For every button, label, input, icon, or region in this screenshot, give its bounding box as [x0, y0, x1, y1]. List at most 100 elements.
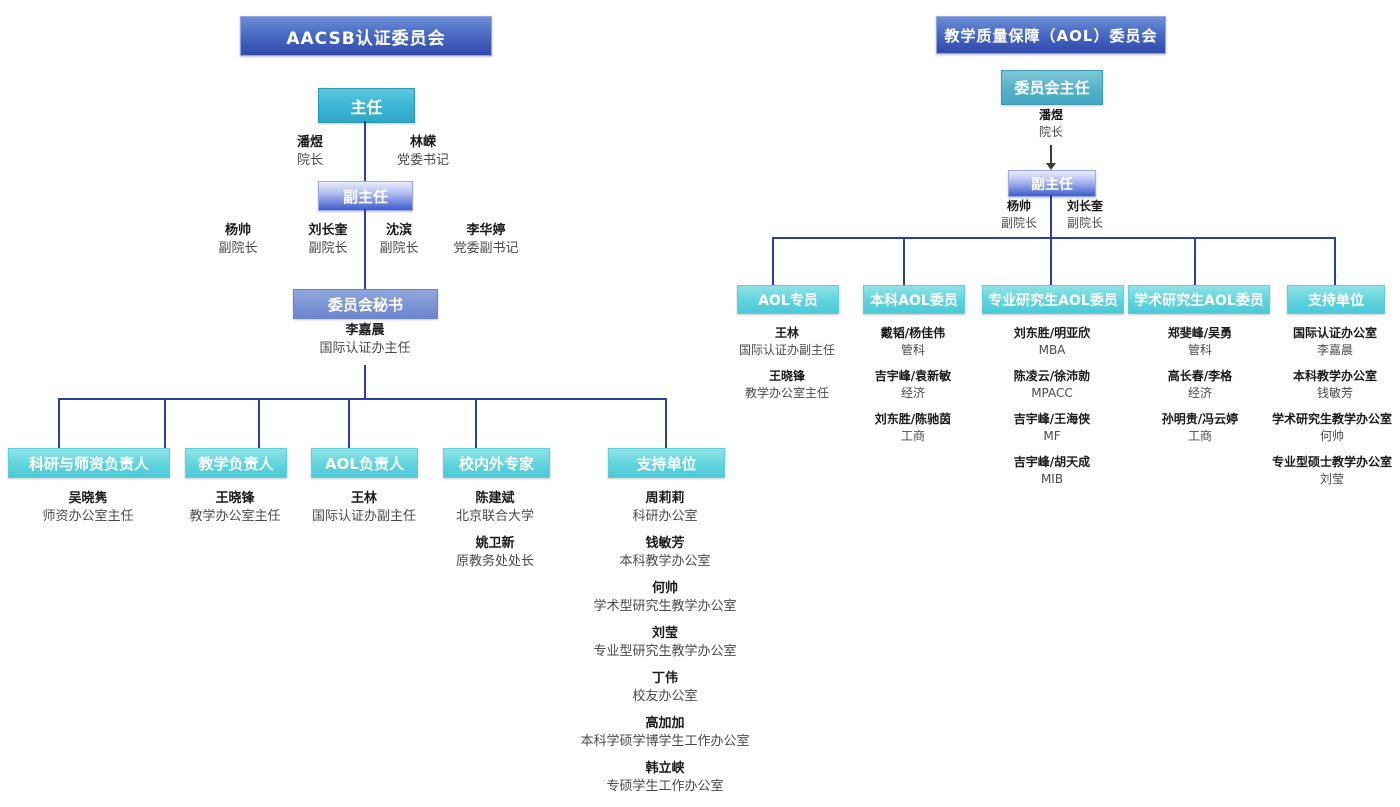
right-column-4-title: 支持单位 — [1308, 292, 1364, 309]
left-column-4-box[interactable]: 支持单位 — [608, 448, 725, 478]
left-drop-3 — [348, 398, 350, 448]
person-role: 专业型研究生教学办公室 — [593, 643, 737, 659]
left-vice-person-0: 杨帅 副院长 — [188, 222, 288, 258]
left-column-0-box[interactable]: 科研与师资负责人 — [8, 448, 170, 478]
right-column-1-member-2: 刘东胜/陈驰茵 工商 — [858, 411, 968, 444]
connector-vice-to-secretary — [364, 209, 366, 289]
person-name: 吉宇峰/王海侠 — [1013, 412, 1091, 426]
left-column-0-title: 科研与师资负责人 — [28, 454, 149, 473]
right-director-box[interactable]: 委员会主任 — [1001, 70, 1103, 105]
left-column-3-box[interactable]: 校内外专家 — [443, 448, 550, 478]
right-drop-4 — [1334, 237, 1336, 285]
right-column-3-member-0: 郑斐峰/吴勇 管科 — [1140, 325, 1260, 358]
left-column-4-title: 支持单位 — [636, 454, 697, 473]
left-column-1-box[interactable]: 教学负责人 — [185, 448, 287, 478]
left-secretary-box[interactable]: 委员会秘书 — [293, 289, 438, 319]
right-vice-person-0: 杨帅 副院长 — [988, 198, 1050, 231]
person-name: 钱敏芳 — [645, 536, 685, 551]
person-name: 何帅 — [651, 581, 678, 596]
left-column-4-member-6: 韩立峡 专硕学生工作办公室 — [565, 760, 765, 796]
left-column-2-title: AOL负责人 — [325, 454, 404, 473]
person-name: 丁伟 — [651, 671, 678, 686]
left-column-3-member-0: 陈建斌 北京联合大学 — [435, 490, 555, 526]
person-role: 国际认证办副主任 — [311, 508, 416, 524]
person-role: 学术型研究生教学办公室 — [593, 598, 737, 614]
person-role: 本科教学办公室 — [619, 553, 711, 569]
left-director-person-0: 潘煜 院长 — [255, 134, 365, 170]
left-director-label: 主任 — [350, 97, 383, 117]
person-role: 管科 — [900, 342, 925, 357]
person-role: 党委副书记 — [453, 240, 519, 256]
right-column-4-member-0: 国际认证办公室 李嘉晨 — [1265, 325, 1400, 358]
right-chart-banner: 教学质量保障（AOL）委员会 — [936, 16, 1166, 54]
person-name: 国际认证办公室 — [1292, 326, 1377, 340]
person-role: 党委书记 — [396, 152, 449, 168]
right-column-0-title: AOL专员 — [758, 292, 818, 309]
person-name: 林嵘 — [409, 135, 436, 150]
person-name: 刘莹 — [651, 626, 678, 641]
right-column-4-member-3: 专业型硕士教学办公室 刘莹 — [1258, 454, 1400, 487]
left-column-4-member-3: 刘莹 专业型研究生教学办公室 — [565, 625, 765, 661]
right-column-4-box[interactable]: 支持单位 — [1287, 285, 1385, 314]
right-column-3-member-1: 高长春/李格 经济 — [1140, 368, 1260, 401]
connector-director-to-vice — [364, 121, 366, 181]
left-secretary-label: 委员会秘书 — [327, 295, 403, 314]
right-column-4-member-1: 本科教学办公室 钱敏芳 — [1265, 368, 1400, 401]
person-name: 杨帅 — [224, 223, 251, 238]
right-director-person: 潘煜 院长 — [1001, 107, 1101, 140]
person-role: 副院长 — [308, 240, 348, 256]
left-vice-person-1: 刘长奎 副院长 — [278, 222, 378, 258]
right-column-2-member-2: 吉宇峰/王海侠 MF — [987, 411, 1117, 444]
right-vice-director-box[interactable]: 副主任 — [1008, 170, 1096, 197]
right-column-3-box[interactable]: 学术研究生AOL委员 — [1128, 285, 1270, 314]
person-role: 国际认证办主任 — [319, 340, 411, 356]
connector-right-director-to-vice — [1050, 145, 1052, 165]
left-drop-1 — [164, 398, 166, 448]
person-role: 钱敏芳 — [1316, 385, 1353, 400]
person-role: MPACC — [1031, 385, 1073, 400]
right-column-1-member-0: 戴韬/杨佳伟 管科 — [858, 325, 968, 358]
left-drop-2 — [258, 398, 260, 448]
left-column-3-title: 校内外专家 — [458, 454, 534, 473]
person-name: 郑斐峰/吴勇 — [1167, 326, 1233, 340]
person-role: 科研办公室 — [632, 508, 698, 524]
person-role: 原教务处处长 — [455, 553, 534, 569]
person-role: 副院长 — [379, 240, 419, 256]
person-name: 王晓锋 — [768, 369, 805, 383]
left-vice-person-3: 李华婷 党委副书记 — [434, 222, 538, 258]
right-drop-2 — [1050, 237, 1052, 285]
person-role: MIB — [1040, 471, 1064, 486]
person-name: 专业型硕士教学办公室 — [1271, 455, 1392, 469]
person-role: 工商 — [1187, 428, 1212, 443]
person-role: MBA — [1038, 342, 1066, 357]
right-column-3-member-2: 孙明贵/冯云婷 工商 — [1140, 411, 1260, 444]
person-role: 教学办公室主任 — [189, 508, 281, 524]
person-role: 本科学硕学博学生工作办公室 — [580, 733, 750, 749]
right-column-1-box[interactable]: 本科AOL委员 — [863, 285, 965, 314]
left-vice-director-box[interactable]: 副主任 — [318, 181, 413, 211]
right-column-2-member-3: 吉宇峰/胡天成 MIB — [987, 454, 1117, 487]
left-column-4-member-5: 高加加 本科学硕学博学生工作办公室 — [555, 715, 775, 751]
right-column-2-box[interactable]: 专业研究生AOL委员 — [982, 285, 1124, 314]
person-name: 学术研究生教学办公室 — [1271, 412, 1392, 426]
person-name: 陈建斌 — [475, 491, 515, 506]
person-role: 院长 — [1038, 124, 1063, 139]
left-secretary-person: 李嘉晨 国际认证办主任 — [280, 322, 450, 358]
connector-right-vice-to-bus — [1050, 195, 1052, 237]
right-column-0-box[interactable]: AOL专员 — [737, 285, 839, 314]
person-name: 本科教学办公室 — [1292, 369, 1377, 383]
left-director-box[interactable]: 主任 — [318, 88, 415, 123]
right-column-0-member-1: 王晓锋 教学办公室主任 — [722, 368, 852, 401]
person-role: 副院长 — [218, 240, 258, 256]
right-column-1-member-1: 吉宇峰/袁新敏 经济 — [858, 368, 968, 401]
left-column-2-box[interactable]: AOL负责人 — [311, 448, 418, 478]
person-name: 潘煜 — [1038, 108, 1063, 122]
left-director-person-1: 林嵘 党委书记 — [368, 134, 478, 170]
person-name: 李华婷 — [466, 223, 506, 238]
left-banner-label: AACSB认证委员会 — [286, 28, 446, 49]
right-banner-label: 教学质量保障（AOL）委员会 — [944, 26, 1158, 45]
left-column-2-member-0: 王林 国际认证办副主任 — [297, 490, 431, 526]
person-role: 北京联合大学 — [455, 508, 534, 524]
person-name: 刘长奎 — [1066, 199, 1103, 213]
